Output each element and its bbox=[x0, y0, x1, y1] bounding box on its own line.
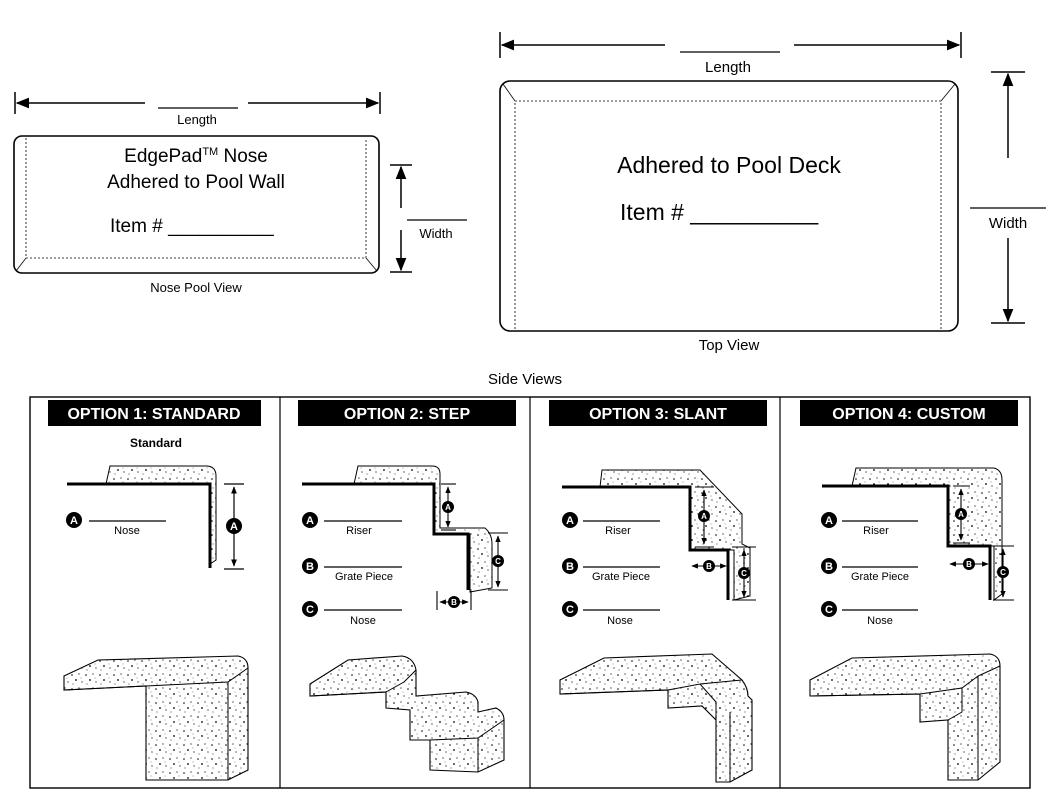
option-4-field-b-letter: B bbox=[825, 561, 833, 573]
option-2-dim-c-badge bbox=[492, 555, 504, 567]
svg-text:C: C bbox=[741, 569, 747, 578]
top-caption: Top View bbox=[699, 337, 760, 354]
option-3-field-a-label: Riser bbox=[605, 525, 631, 537]
option-2-field-b-badge bbox=[302, 558, 318, 574]
option-4-field-c-label: Nose bbox=[867, 615, 893, 627]
option-3-field-b-letter: B bbox=[566, 561, 574, 573]
svg-text:A: A bbox=[958, 510, 964, 519]
option-4-header-bg bbox=[800, 400, 1018, 426]
nose-title-line2: Adhered to Pool Wall bbox=[107, 172, 285, 193]
top-item-label: Item # __________ bbox=[620, 199, 819, 225]
option-4-field-b-badge bbox=[821, 558, 837, 574]
nose-width-label: Width bbox=[419, 226, 452, 241]
option-3-field-c-label: Nose bbox=[607, 615, 633, 627]
option-3-field-a-letter: A bbox=[566, 515, 574, 527]
option-4-field-c-badge bbox=[821, 601, 837, 617]
nose-title-line1: EdgePadTM Nose bbox=[124, 146, 268, 167]
option-4-dim-b-badge bbox=[963, 558, 975, 570]
option-1-subtitle: Standard bbox=[130, 436, 182, 450]
option-3-field-b-badge bbox=[562, 558, 578, 574]
svg-text:C: C bbox=[1000, 568, 1006, 577]
option-4-3d-block bbox=[809, 653, 1001, 781]
top-width-label: Width bbox=[989, 215, 1027, 232]
option-4-panel: A C B A Riser B Grate Piece C Nose bbox=[809, 467, 1014, 781]
option-1-3d-block bbox=[63, 655, 249, 781]
svg-text:B: B bbox=[451, 598, 457, 607]
option-1-panel: Standard A A Nose bbox=[63, 436, 249, 781]
option-2-dim-a-badge bbox=[442, 501, 454, 513]
option-2-field-c-badge bbox=[302, 601, 318, 617]
option-3-panel: A C B A Riser B Grate Piece C Nose bbox=[559, 469, 756, 783]
option-3-dim-a-badge bbox=[698, 510, 710, 522]
option-1-dim-a-badge bbox=[226, 518, 242, 534]
option-2-field-c-letter: C bbox=[306, 604, 314, 616]
option-3-field-c-badge bbox=[562, 601, 578, 617]
option-1-field-a-badge bbox=[66, 512, 82, 528]
svg-text:A: A bbox=[701, 512, 707, 521]
option-3-field-a-badge bbox=[562, 512, 578, 528]
option-3-field-b-label: Grate Piece bbox=[592, 571, 650, 583]
option-1-header: OPTION 1: STANDARD bbox=[67, 406, 240, 423]
option-2-field-b-label: Grate Piece bbox=[335, 571, 393, 583]
option-2-header-bg bbox=[298, 400, 516, 426]
option-2-header: OPTION 2: STEP bbox=[344, 406, 471, 423]
top-panel bbox=[499, 80, 959, 332]
option-4-field-a-letter: A bbox=[825, 515, 833, 527]
svg-text:A: A bbox=[445, 503, 451, 512]
top-length-label: Length bbox=[705, 59, 751, 76]
top-title: Adhered to Pool Deck bbox=[617, 152, 841, 178]
top-view: Length Adhered to Pool Deck Item # _____… bbox=[499, 32, 1046, 354]
svg-text:B: B bbox=[966, 560, 972, 569]
option-4-field-c-letter: C bbox=[825, 604, 833, 616]
side-views-title: Side Views bbox=[488, 371, 562, 388]
option-4-field-a-badge bbox=[821, 512, 837, 528]
option-2-profile bbox=[353, 465, 493, 593]
option-1-header-bg bbox=[48, 400, 261, 426]
option-3-dim-b-badge bbox=[703, 560, 715, 572]
option-4-header: OPTION 4: CUSTOM bbox=[832, 406, 986, 423]
svg-text:B: B bbox=[706, 562, 712, 571]
option-1-profile bbox=[105, 465, 217, 565]
option-4-field-b-label: Grate Piece bbox=[851, 571, 909, 583]
nose-view: Length EdgePadTM Nose Adhered to Pool Wa… bbox=[13, 92, 467, 295]
option-2-3d-block bbox=[309, 655, 505, 773]
option-4-field-a-label: Riser bbox=[863, 525, 889, 537]
option-2-field-a-badge bbox=[302, 512, 318, 528]
svg-text:A: A bbox=[230, 521, 238, 533]
option-2-field-a-letter: A bbox=[306, 515, 314, 527]
option-3-header: OPTION 3: SLANT bbox=[589, 406, 727, 423]
option-2-field-b-letter: B bbox=[306, 561, 314, 573]
option-2-field-c-label: Nose bbox=[350, 615, 376, 627]
option-3-dim-c-badge bbox=[738, 567, 750, 579]
nose-panel bbox=[13, 135, 380, 274]
option-4-dim-a-badge bbox=[955, 508, 967, 520]
option-2-panel: A C B A Riser B Grate Piece C Nose bbox=[302, 465, 508, 773]
option-4-dim-c-badge bbox=[997, 566, 1009, 578]
option-3-3d-block bbox=[559, 653, 753, 783]
option-1-field-a-label: Nose bbox=[114, 525, 140, 537]
option-2-dim-b-badge bbox=[448, 596, 460, 608]
nose-length-label: Length bbox=[177, 112, 217, 127]
nose-caption: Nose Pool View bbox=[150, 280, 242, 295]
option-2-field-a-label: Riser bbox=[346, 525, 372, 537]
option-3-header-bg bbox=[549, 400, 767, 426]
svg-text:C: C bbox=[495, 557, 501, 566]
nose-item-label: Item # __________ bbox=[110, 216, 274, 237]
option-1-field-a-letter: A bbox=[70, 515, 78, 527]
option-3-field-c-letter: C bbox=[566, 604, 574, 616]
